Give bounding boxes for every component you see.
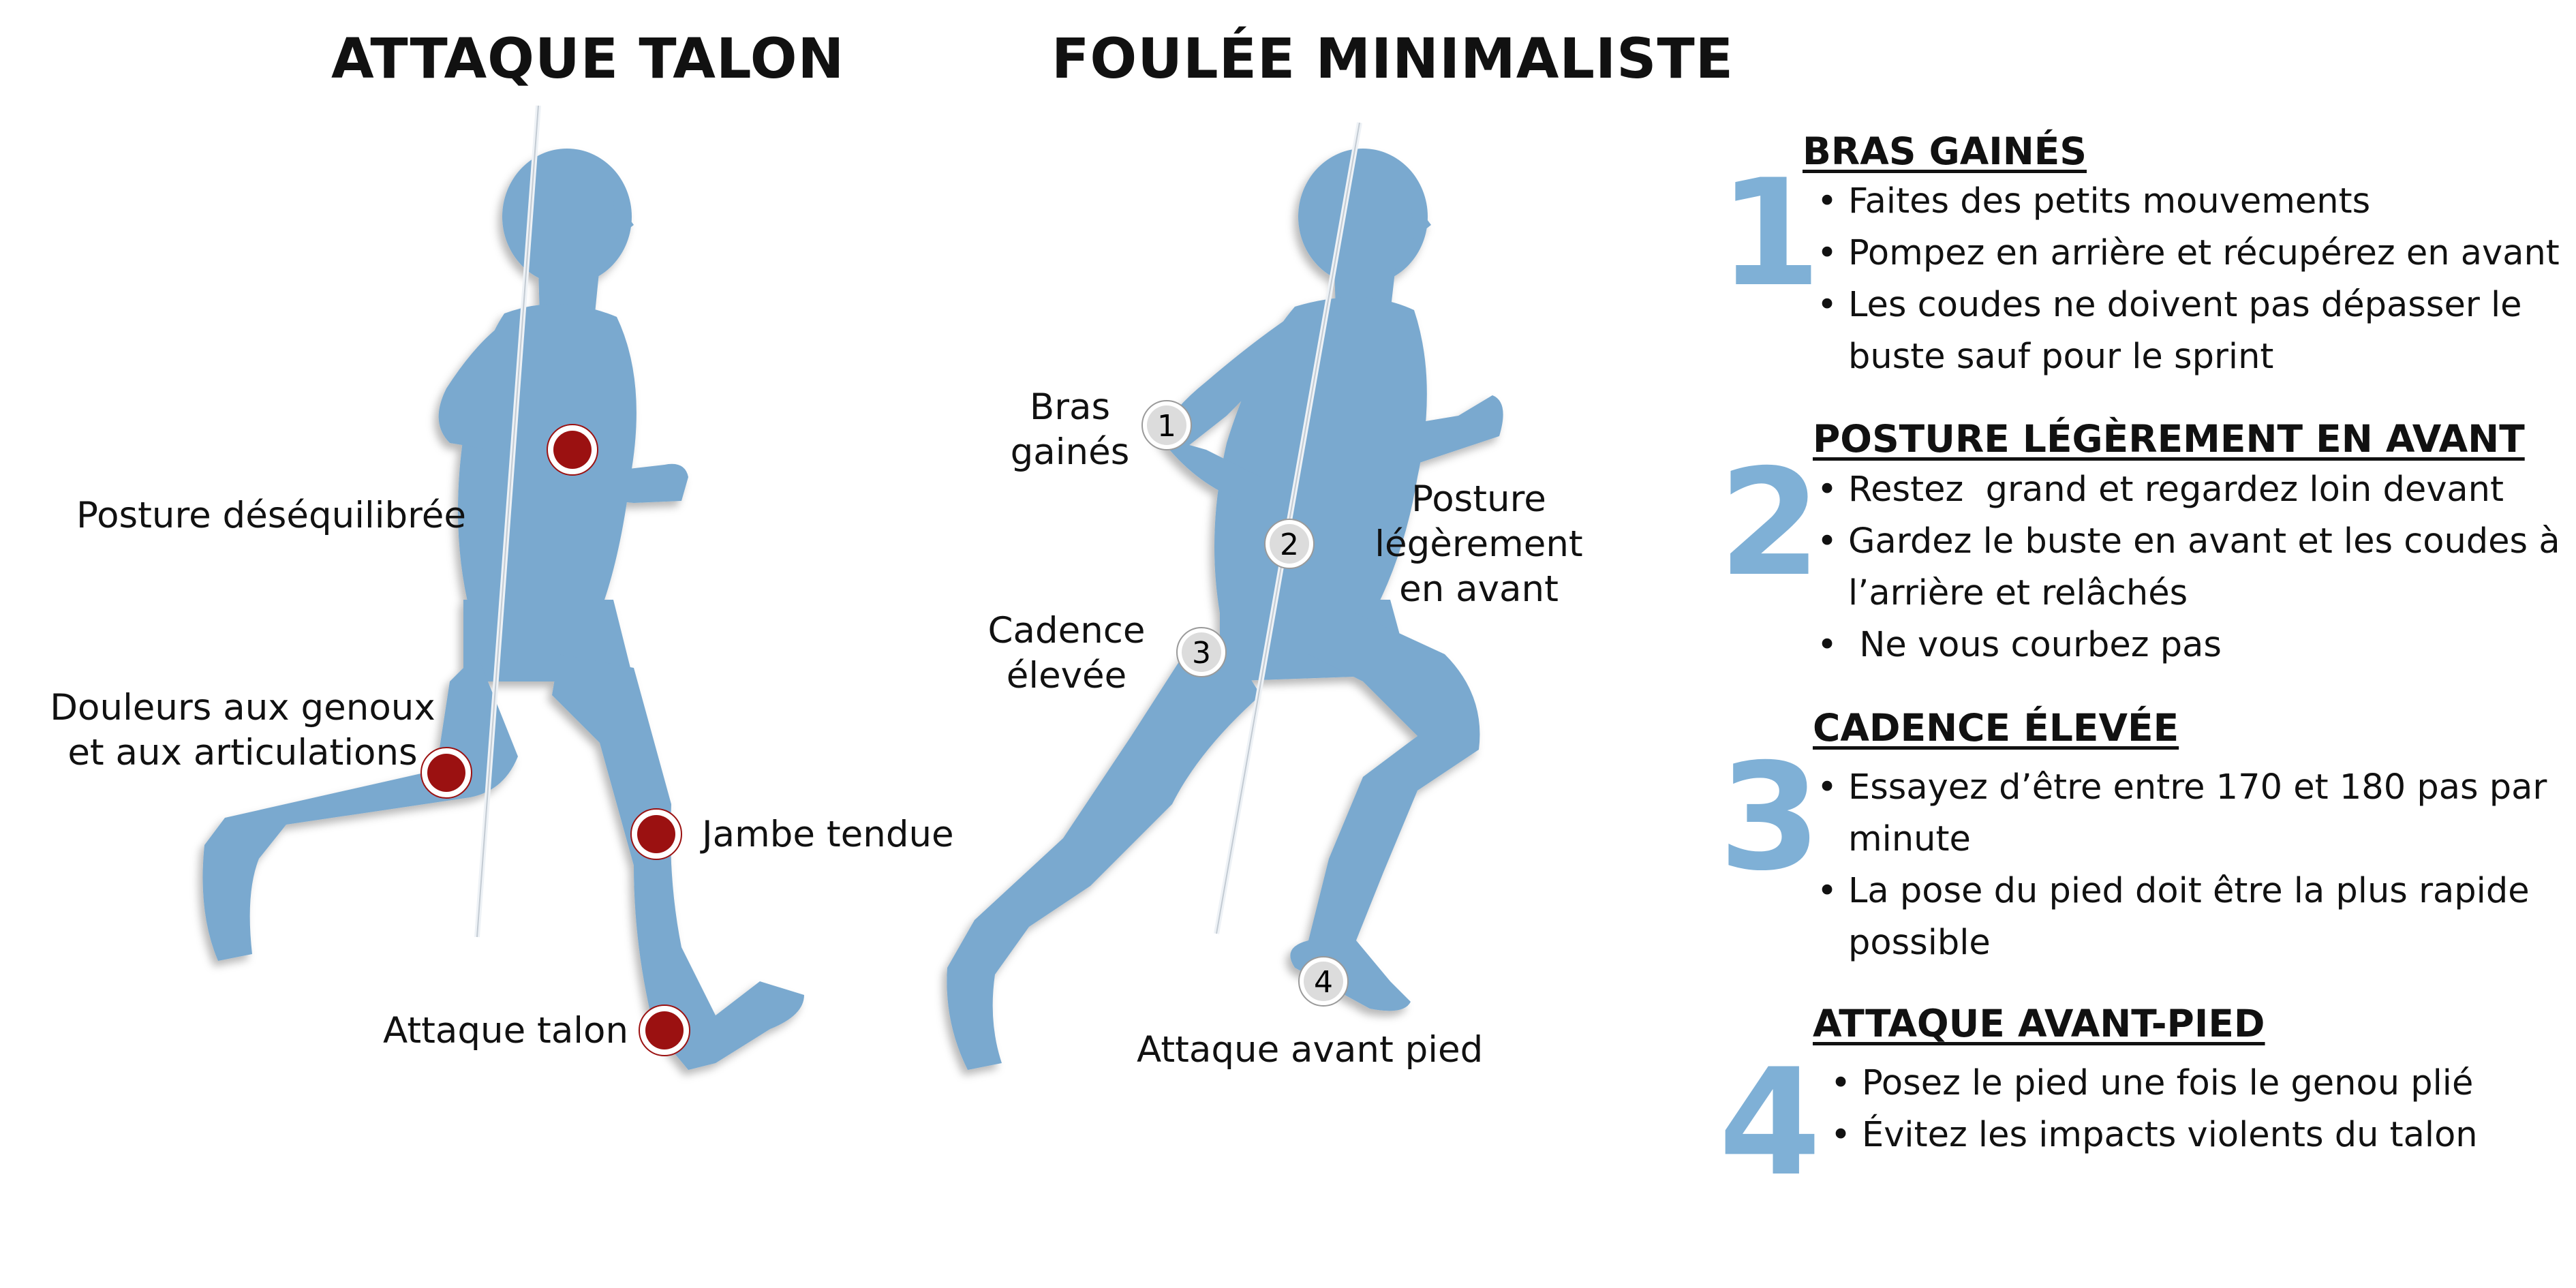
marker-2-label: 2 [1280, 527, 1299, 562]
label-knee-pain-line1: Douleurs aux genoux [50, 687, 435, 729]
marker-3-label: 3 [1192, 636, 1211, 671]
marker-knees [420, 747, 472, 799]
tip-2-bullet-2: Gardez le buste en avant et les coudes à… [1813, 516, 2560, 619]
tip-2-title: POSTURE LÉGÈREMENT EN AVANT [1813, 417, 2525, 461]
label-high-cadence-line1: Cadence [987, 610, 1146, 651]
label-straight-leg: Jambe tendue [702, 814, 954, 855]
label-knee-pain: Douleurs aux genoux et aux articulations [45, 686, 440, 776]
tip-4-bullets: Posez le pied une fois le genou plié Évi… [1826, 1058, 2478, 1161]
label-engaged-arms-line2: gainés [1010, 431, 1130, 473]
label-high-cadence: Cadence élevée [975, 609, 1159, 699]
tip-3-title: CADENCE ÉLEVÉE [1813, 706, 2179, 750]
heel-strike-markers [420, 424, 690, 1056]
tip-3-bullets: Essayez d’être entre 170 et 180 pas par … [1813, 762, 2547, 969]
tip-1-bullets: Faites des petits mouvements Pompez en a… [1813, 176, 2560, 383]
heel-strike-heading: ATTAQUE TALON [331, 27, 845, 91]
marker-3: 3 [1176, 627, 1227, 677]
marker-heel [639, 1005, 690, 1056]
marker-2: 2 [1264, 519, 1315, 569]
tip-2-bullet-3: Ne vous courbez pas [1813, 619, 2560, 671]
label-forward-posture-line3: en avant [1399, 568, 1559, 610]
marker-posture [547, 424, 598, 476]
label-forward-posture-line1: Posture [1411, 478, 1546, 520]
tip-3-bullet-1: Essayez d’être entre 170 et 180 pas par … [1813, 762, 2547, 865]
minimalist-runner-silhouette [947, 149, 1503, 1070]
label-engaged-arms-line1: Bras [1029, 386, 1111, 428]
tip-1-title: BRAS GAINÉS [1803, 129, 2087, 173]
label-forward-posture-line2: légèrement [1375, 523, 1583, 565]
tip-1-bullet-1: Faites des petits mouvements [1813, 176, 2560, 228]
minimalist-heading: FOULÉE MINIMALISTE [1052, 27, 1734, 91]
label-engaged-arms: Bras gainés [995, 385, 1145, 475]
tip-3-number: 3 [1719, 732, 1822, 903]
tip-1-number: 1 [1719, 148, 1822, 319]
label-forward-posture: Posture légèrement en avant [1370, 477, 1588, 612]
heel-strike-runner-silhouette [202, 149, 804, 1070]
label-forefoot-strike: Attaque avant pied [1137, 1029, 1484, 1071]
label-posture-unbalanced: Posture déséquilibrée [76, 495, 466, 536]
tip-4-bullet-2: Évitez les impacts violents du talon [1826, 1109, 2478, 1161]
tip-3-bullet-2: La pose du pied doit être la plus rapide… [1813, 865, 2547, 969]
tip-2-bullet-1: Restez grand et regardez loin devant [1813, 464, 2560, 516]
minimalist-markers: 1 2 3 4 [1141, 400, 1349, 1007]
tip-1-bullet-2: Pompez en arrière et récupérez en avant [1813, 228, 2560, 279]
marker-1: 1 [1141, 400, 1192, 450]
label-high-cadence-line2: élevée [1006, 655, 1127, 696]
label-heel-strike: Attaque talon [383, 1010, 629, 1052]
tip-1-bullet-3: Les coudes ne doivent pas dépasser le bu… [1813, 279, 2560, 383]
tip-4-title: ATTAQUE AVANT-PIED [1813, 1002, 2265, 1045]
tip-2-bullets: Restez grand et regardez loin devant Gar… [1813, 464, 2560, 671]
tip-2-number: 2 [1719, 438, 1822, 609]
marker-4: 4 [1298, 956, 1349, 1007]
tip-4-number: 4 [1719, 1037, 1822, 1208]
label-knee-pain-line2: et aux articulations [67, 732, 418, 773]
tip-4-bullet-1: Posez le pied une fois le genou plié [1826, 1058, 2478, 1109]
marker-4-label: 4 [1314, 965, 1333, 1000]
marker-1-label: 1 [1157, 409, 1176, 444]
marker-leg [630, 808, 682, 860]
